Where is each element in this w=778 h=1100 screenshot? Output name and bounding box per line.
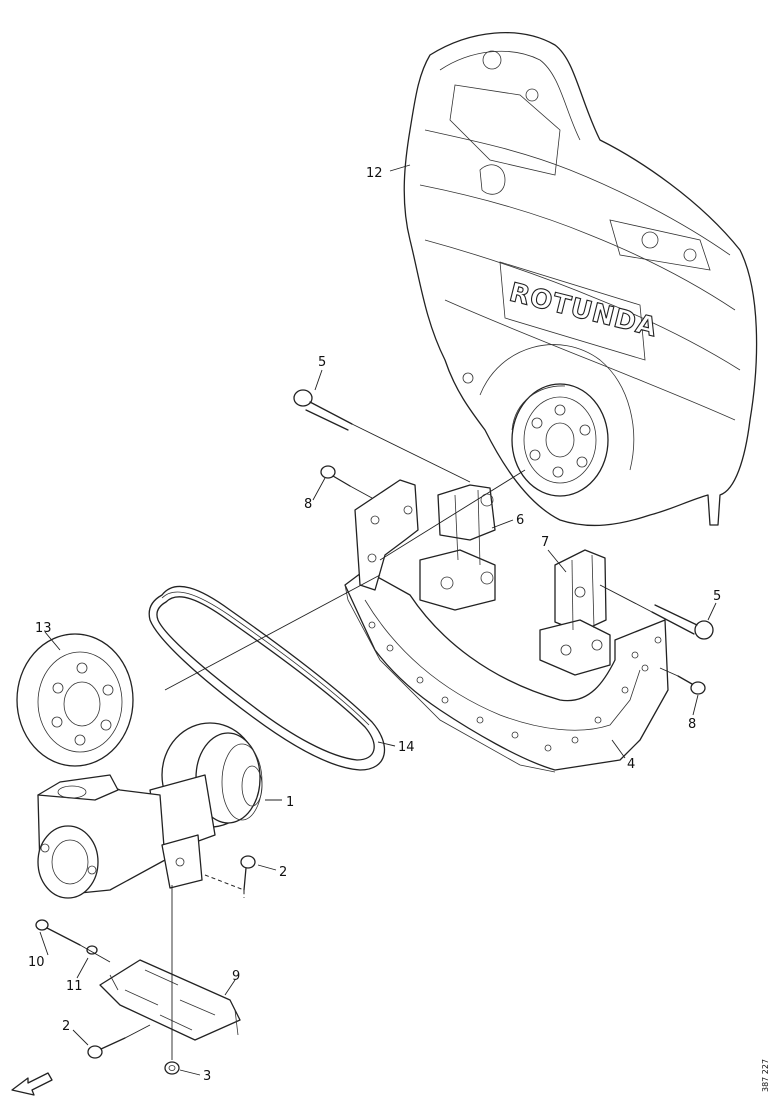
- forward-arrow-icon: [11, 1072, 53, 1096]
- callout-13: 13: [35, 621, 52, 636]
- washer-11: [86, 945, 98, 955]
- callout-5-upper: 5: [318, 355, 326, 370]
- callout-1: 1: [286, 795, 294, 810]
- flywheel-housing: ROTUNDA: [403, 32, 758, 527]
- callout-3: 3: [203, 1069, 211, 1084]
- bolt-8-right: [677, 675, 706, 695]
- callout-5-right: 5: [713, 589, 721, 604]
- flywheel: [511, 383, 609, 497]
- assembly-lines: [79, 423, 679, 1060]
- nut-3: [164, 1061, 180, 1075]
- callout-labels: 12 5 8 6 7 5 8 4 14 1 2 13 9 10 11 2 3: [28, 166, 721, 1084]
- flywheel-pulley: [16, 633, 134, 767]
- bolt-8-upper: [320, 465, 351, 487]
- callout-4: 4: [627, 757, 635, 772]
- isolator-mount-right: [539, 549, 611, 676]
- callout-2-lower: 2: [62, 1019, 70, 1034]
- callout-7: 7: [541, 535, 549, 550]
- bolt-2-lower: [87, 1037, 126, 1059]
- callout-12: 12: [366, 166, 383, 181]
- callout-10: 10: [28, 955, 45, 970]
- isolator-mount-left: [419, 484, 496, 611]
- bolt-2-upper: [240, 855, 256, 891]
- callout-14: 14: [398, 740, 415, 755]
- pump-assembly: [37, 722, 263, 899]
- reference-number: 387 227: [761, 1059, 770, 1092]
- callout-6: 6: [516, 513, 524, 528]
- callout-8-right: 8: [688, 717, 696, 732]
- pump-bracket: [99, 959, 241, 1041]
- bolt-5-upper: [293, 389, 353, 431]
- bolt-5-right: [651, 604, 714, 640]
- callout-8-upper: 8: [304, 497, 312, 512]
- callout-leaders: [39, 164, 717, 1076]
- callout-11: 11: [66, 979, 83, 994]
- mounting-frame: [344, 479, 669, 773]
- callout-2-upper: 2: [279, 865, 287, 880]
- callout-9: 9: [232, 969, 240, 984]
- bolt-10: [35, 919, 81, 946]
- drive-belt: [148, 585, 386, 771]
